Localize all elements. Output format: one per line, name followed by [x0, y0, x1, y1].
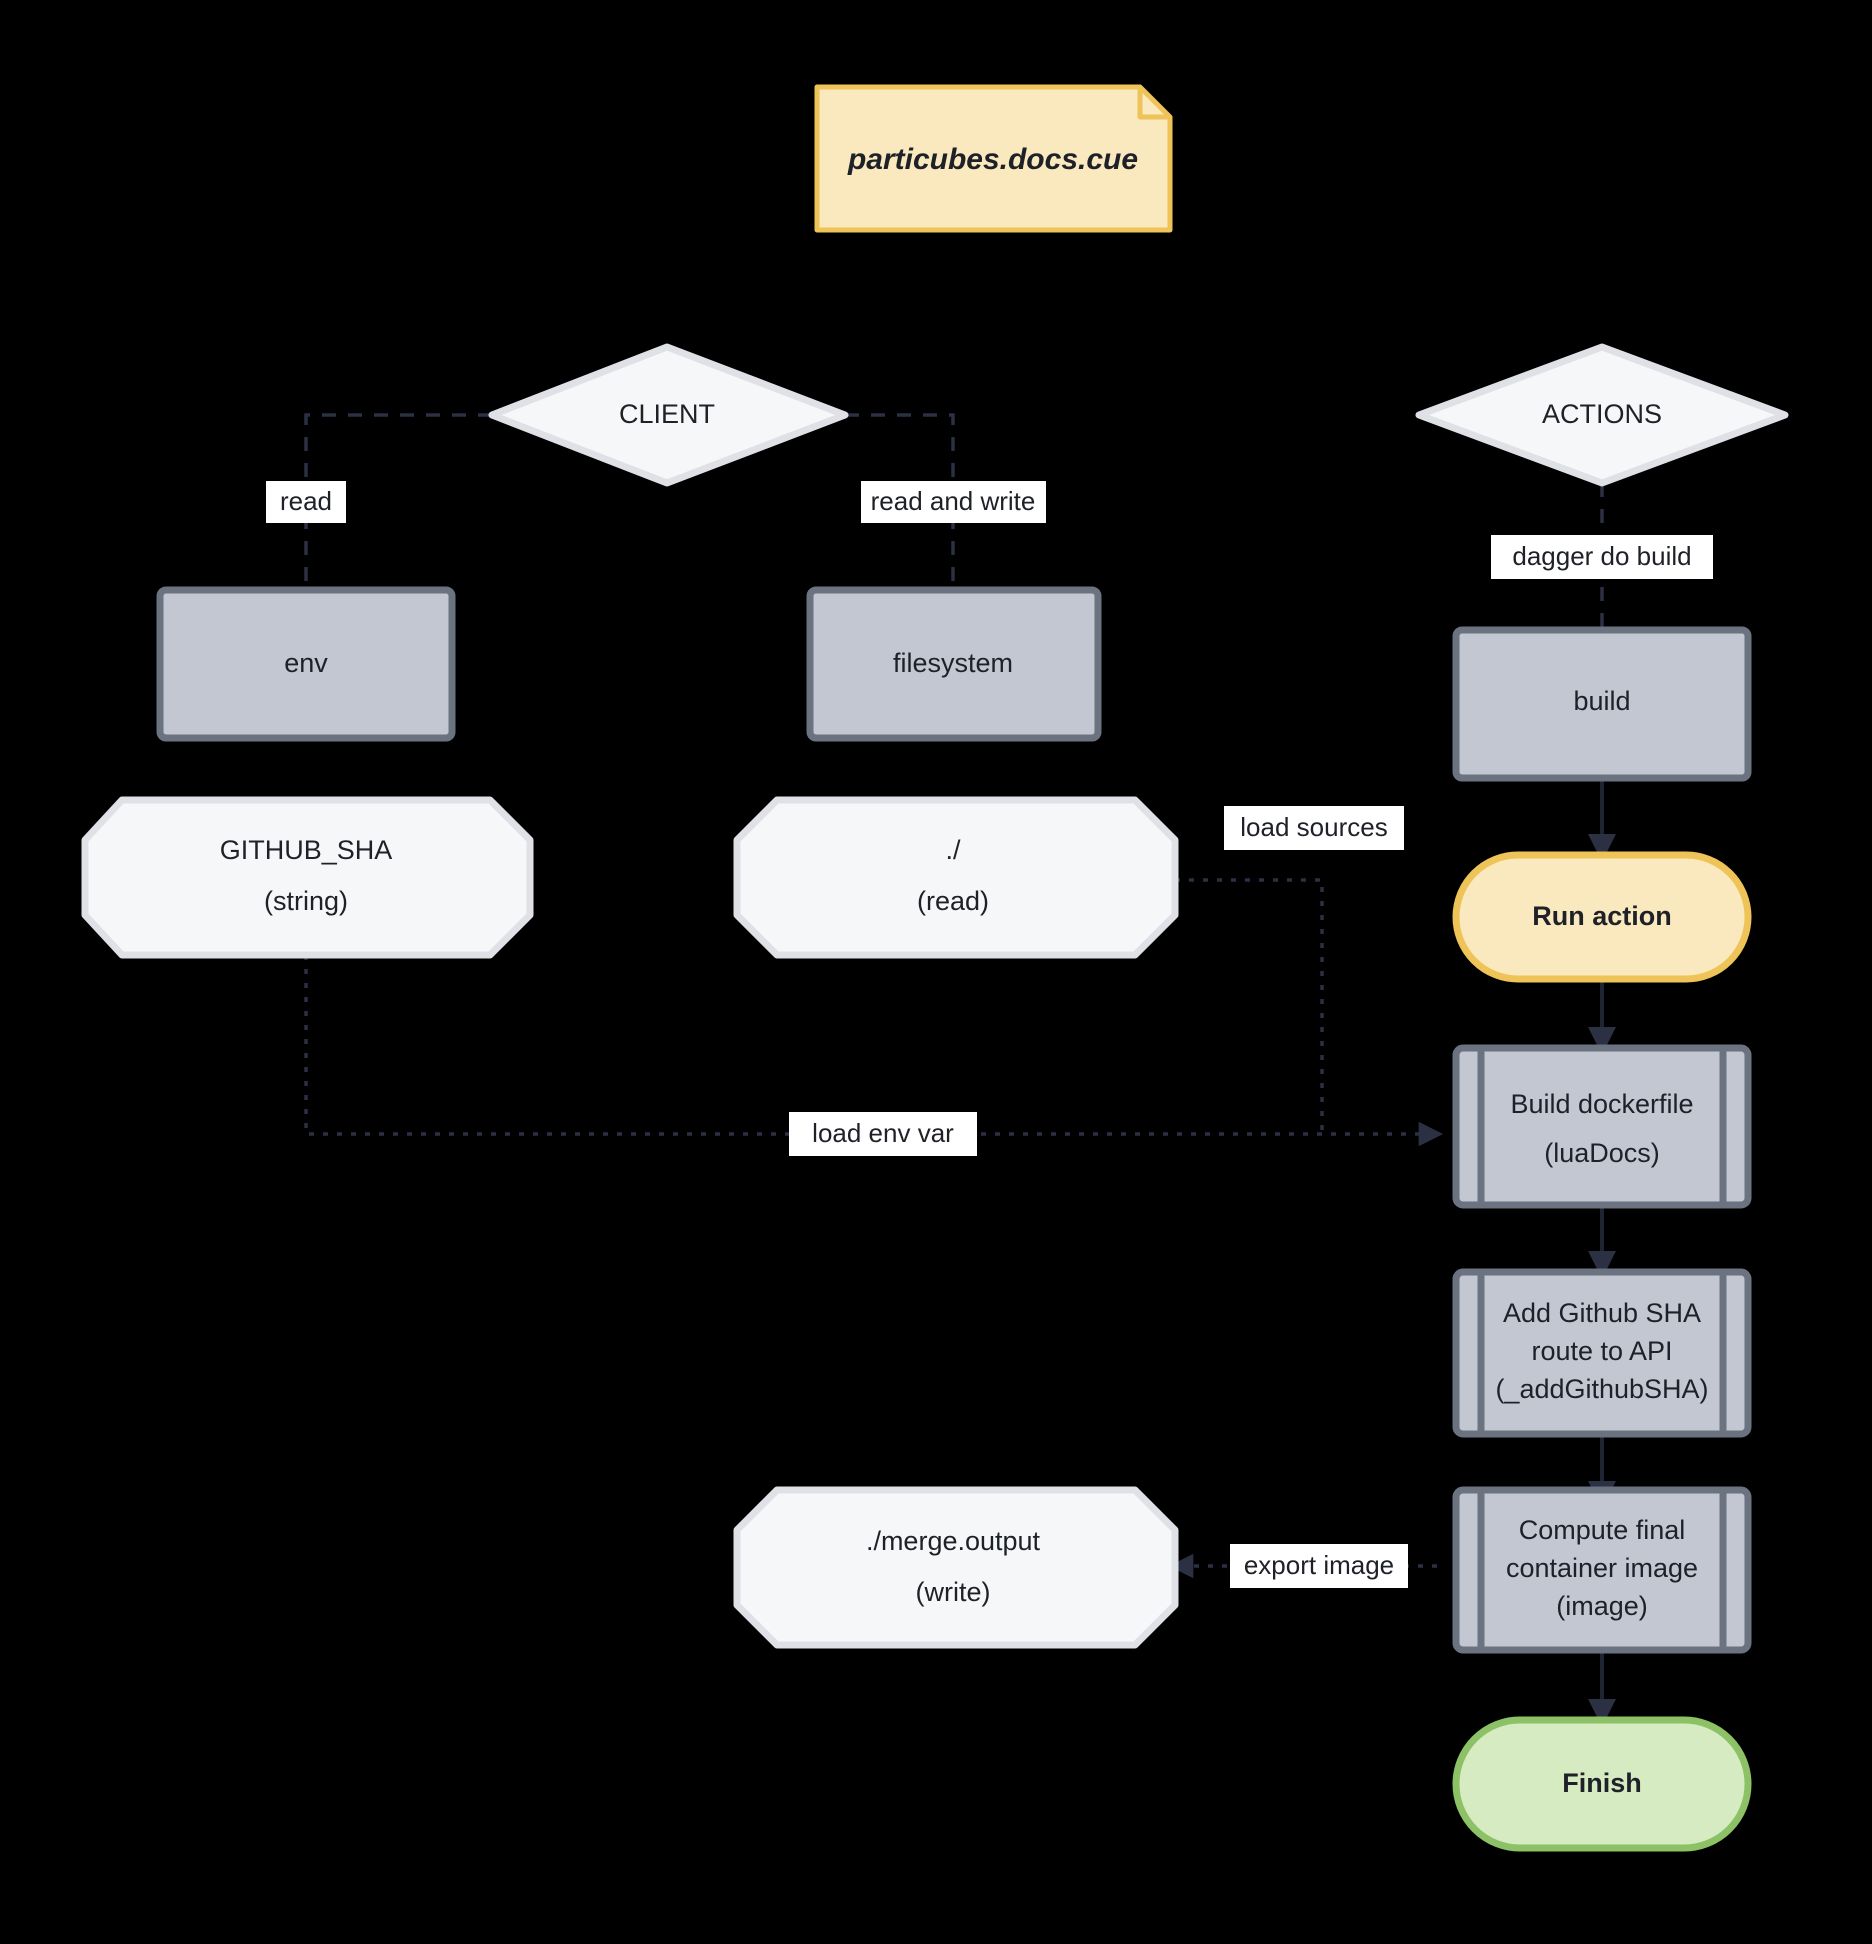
compute-image-shape: [1452, 1486, 1752, 1654]
note-fold-icon: [1137, 87, 1170, 120]
load-sources-label: load sources: [1240, 812, 1387, 842]
build-box-shape: [1452, 626, 1752, 782]
dot-slash-octagon-shape: [733, 796, 1179, 959]
node-build[interactable]: build: [1452, 626, 1752, 782]
compute-image-line3: (image): [1556, 1591, 1648, 1621]
load-sources-label-bg: [1224, 806, 1404, 850]
note-body: [814, 84, 1173, 233]
export-image-label-bg: [1230, 1544, 1408, 1588]
run-action-label: Run action: [1532, 901, 1672, 931]
add-github-sha-line3: (_addGithubSHA): [1495, 1374, 1708, 1404]
actions-label: ACTIONS: [1542, 399, 1662, 429]
node-filesystem[interactable]: filesystem: [806, 586, 1102, 742]
edge-label-read-and-write: read and write: [861, 481, 1046, 523]
compute-image-line1: Compute final: [1519, 1515, 1686, 1545]
github-sha-line1: GITHUB_SHA: [220, 835, 393, 865]
node-github-sha[interactable]: GITHUB_SHA (string): [81, 796, 534, 959]
finish-label: Finish: [1562, 1768, 1642, 1798]
filesystem-label: filesystem: [893, 648, 1013, 678]
env-box-shape: [156, 586, 456, 742]
node-note-particubes[interactable]: particubes.docs.cue: [814, 84, 1173, 233]
node-dot-slash[interactable]: ./ (read): [733, 796, 1179, 959]
client-label: CLIENT: [619, 399, 715, 429]
edge-load-env-var: [304, 955, 1444, 1147]
run-action-shape: [1452, 851, 1752, 983]
node-client[interactable]: CLIENT: [488, 343, 849, 487]
dot-slash-line1: ./: [945, 835, 961, 865]
edge-label-export-image: export image: [1230, 1544, 1408, 1588]
build-dockerfile-shape: [1452, 1044, 1752, 1209]
node-build-dockerfile[interactable]: Build dockerfile (luaDocs): [1452, 1044, 1752, 1209]
load-env-var-label: load env var: [812, 1118, 954, 1148]
node-merge-output[interactable]: ./merge.output (write): [733, 1486, 1179, 1649]
node-env[interactable]: env: [156, 586, 456, 742]
node-run-action[interactable]: Run action: [1452, 851, 1752, 983]
note-label: particubes.docs.cue: [847, 143, 1138, 176]
edge-label-read: read: [266, 481, 346, 523]
client-diamond-shape: [488, 343, 849, 487]
env-label: env: [284, 648, 328, 678]
edge-label-load-env-var: load env var: [789, 1112, 977, 1156]
build-label: build: [1573, 686, 1630, 716]
compute-image-line2: container image: [1506, 1553, 1698, 1583]
read-and-write-label: read and write: [871, 486, 1036, 516]
github-sha-octagon-shape: [81, 796, 534, 959]
read-label: read: [280, 486, 332, 516]
node-compute-image[interactable]: Compute final container image (image): [1452, 1486, 1752, 1654]
filesystem-box-shape: [806, 586, 1102, 742]
export-image-label: export image: [1244, 1550, 1394, 1580]
edge-label-load-sources: load sources: [1224, 806, 1404, 850]
build-dockerfile-line2: (luaDocs): [1544, 1138, 1660, 1168]
finish-shape: [1452, 1716, 1752, 1852]
add-github-sha-line2: route to API: [1531, 1336, 1672, 1366]
add-github-sha-shape: [1452, 1268, 1752, 1438]
merge-output-line1: ./merge.output: [866, 1526, 1041, 1556]
dot-slash-line2: (read): [917, 886, 989, 916]
edge-label-dagger-do-build: dagger do build: [1491, 535, 1713, 579]
merge-output-octagon-shape: [733, 1486, 1179, 1649]
github-sha-line2: (string): [264, 886, 348, 916]
edge-load-sources: [1175, 878, 1324, 1134]
read-and-write-label-bg: [861, 481, 1046, 523]
merge-output-line2: (write): [916, 1577, 991, 1607]
node-add-github-sha[interactable]: Add Github SHA route to API (_addGithubS…: [1452, 1268, 1752, 1438]
build-dockerfile-line1: Build dockerfile: [1510, 1089, 1693, 1119]
load-env-var-label-bg: [789, 1112, 977, 1156]
edge-client-filesystem: [845, 413, 955, 590]
add-github-sha-line1: Add Github SHA: [1503, 1298, 1701, 1328]
node-actions[interactable]: ACTIONS: [1415, 343, 1789, 487]
dagger-do-build-label-bg: [1491, 535, 1713, 579]
read-label-bg: [266, 481, 346, 523]
edge-client-env: [304, 413, 492, 590]
dagger-do-build-label: dagger do build: [1512, 541, 1691, 571]
node-finish[interactable]: Finish: [1452, 1716, 1752, 1852]
actions-diamond-shape: [1415, 343, 1789, 487]
